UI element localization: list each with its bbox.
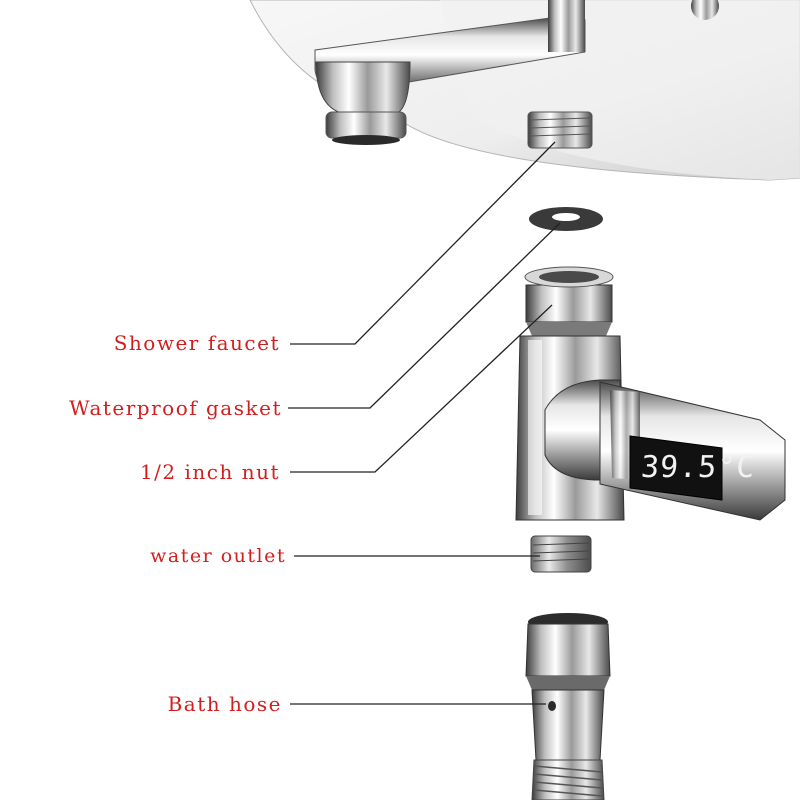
braided-hose bbox=[531, 759, 605, 800]
leader-line-shower-faucet bbox=[290, 141, 556, 345]
hose-fitting bbox=[531, 689, 605, 761]
leader-line-nut bbox=[290, 304, 553, 473]
hose-nut bbox=[525, 613, 611, 690]
leader-line-gasket bbox=[288, 222, 561, 409]
leader-lines bbox=[288, 141, 561, 705]
faucet-spout bbox=[314, 0, 586, 145]
label-bath-hose: Bath hose bbox=[167, 692, 282, 716]
label-water-outlet: water outlet bbox=[150, 545, 286, 567]
faucet-outlet-thread bbox=[527, 111, 593, 149]
gasket-ring bbox=[529, 207, 603, 231]
water-outlet-thread bbox=[530, 535, 592, 573]
label-shower-faucet: Shower faucet bbox=[113, 331, 280, 355]
label-half-inch-nut: 1/2 inch nut bbox=[139, 460, 280, 484]
thermometer-top-nut bbox=[524, 266, 614, 336]
label-waterproof-gasket: Waterproof gasket bbox=[69, 396, 282, 420]
lcd-panel bbox=[629, 435, 723, 501]
lcd-temperature-readout: 39.5°C bbox=[639, 450, 757, 485]
